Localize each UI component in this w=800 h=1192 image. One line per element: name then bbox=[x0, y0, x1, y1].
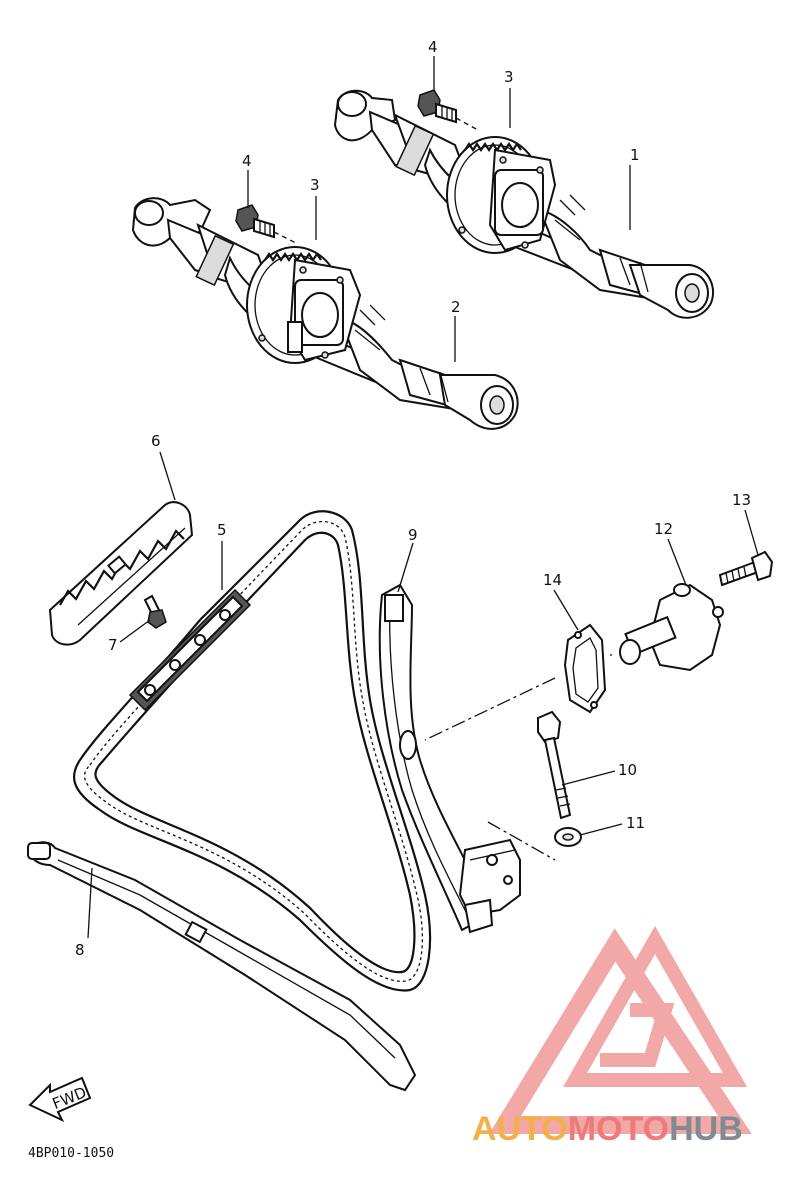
timing-chain-5 bbox=[72, 510, 432, 992]
cam-sprocket-3-upper bbox=[446, 136, 557, 254]
label-part-5: 5 bbox=[217, 521, 227, 539]
leader-lines bbox=[87, 56, 759, 939]
watermark-text: AUTOMOTOHUB bbox=[472, 1110, 743, 1148]
part-number-labels: 1 2 3 3 4 4 5 6 7 8 9 10 11 12 13 14 bbox=[75, 38, 751, 959]
label-part-8: 8 bbox=[75, 941, 85, 959]
watermark-text-auto: AUTO bbox=[472, 1110, 568, 1148]
label-part-2: 2 bbox=[451, 298, 461, 316]
label-part-13: 13 bbox=[732, 491, 751, 509]
label-part-3-lower: 3 bbox=[310, 176, 320, 194]
watermark-logo bbox=[488, 925, 752, 1134]
fwd-label: FWD bbox=[50, 1083, 89, 1113]
chain-guide-8 bbox=[27, 841, 417, 1092]
label-part-1: 1 bbox=[630, 146, 640, 164]
pivot-bolt-10 bbox=[537, 710, 572, 820]
watermark-text-hub: HUB bbox=[669, 1110, 743, 1148]
watermark-text-moto: MOTO bbox=[568, 1110, 669, 1148]
sprocket-bolt-4-upper bbox=[417, 89, 479, 131]
watermark-g-shape bbox=[600, 1003, 675, 1067]
watermark-inner-triangle bbox=[562, 925, 748, 1087]
label-part-11: 11 bbox=[626, 814, 645, 832]
cam-sprocket-3-lower bbox=[246, 246, 362, 364]
label-part-6: 6 bbox=[151, 432, 161, 450]
sprocket-bolt-4-lower bbox=[235, 204, 299, 245]
watermark-triangle bbox=[488, 928, 752, 1134]
label-part-14: 14 bbox=[543, 571, 562, 589]
label-part-10: 10 bbox=[618, 761, 637, 779]
tensioner-bolt-13 bbox=[718, 550, 774, 587]
chain-guide-6 bbox=[48, 501, 194, 646]
label-part-9: 9 bbox=[408, 526, 418, 544]
diagram-code: 4BP010-1050 bbox=[28, 1146, 114, 1161]
guide-screw-7 bbox=[143, 594, 167, 629]
tensioner-gasket-14 bbox=[563, 623, 607, 714]
label-part-4-upper: 4 bbox=[428, 38, 438, 56]
washer-11 bbox=[554, 827, 582, 847]
label-part-7: 7 bbox=[108, 636, 118, 654]
label-part-3-upper: 3 bbox=[504, 68, 514, 86]
label-part-4-lower: 4 bbox=[242, 152, 252, 170]
forward-direction-arrow: FWD bbox=[28, 1076, 92, 1123]
cam-chain-tensioner-12 bbox=[619, 583, 724, 672]
label-part-12: 12 bbox=[654, 520, 673, 538]
assembly-center-lines bbox=[424, 654, 612, 861]
tensioner-pivot bbox=[458, 838, 521, 934]
